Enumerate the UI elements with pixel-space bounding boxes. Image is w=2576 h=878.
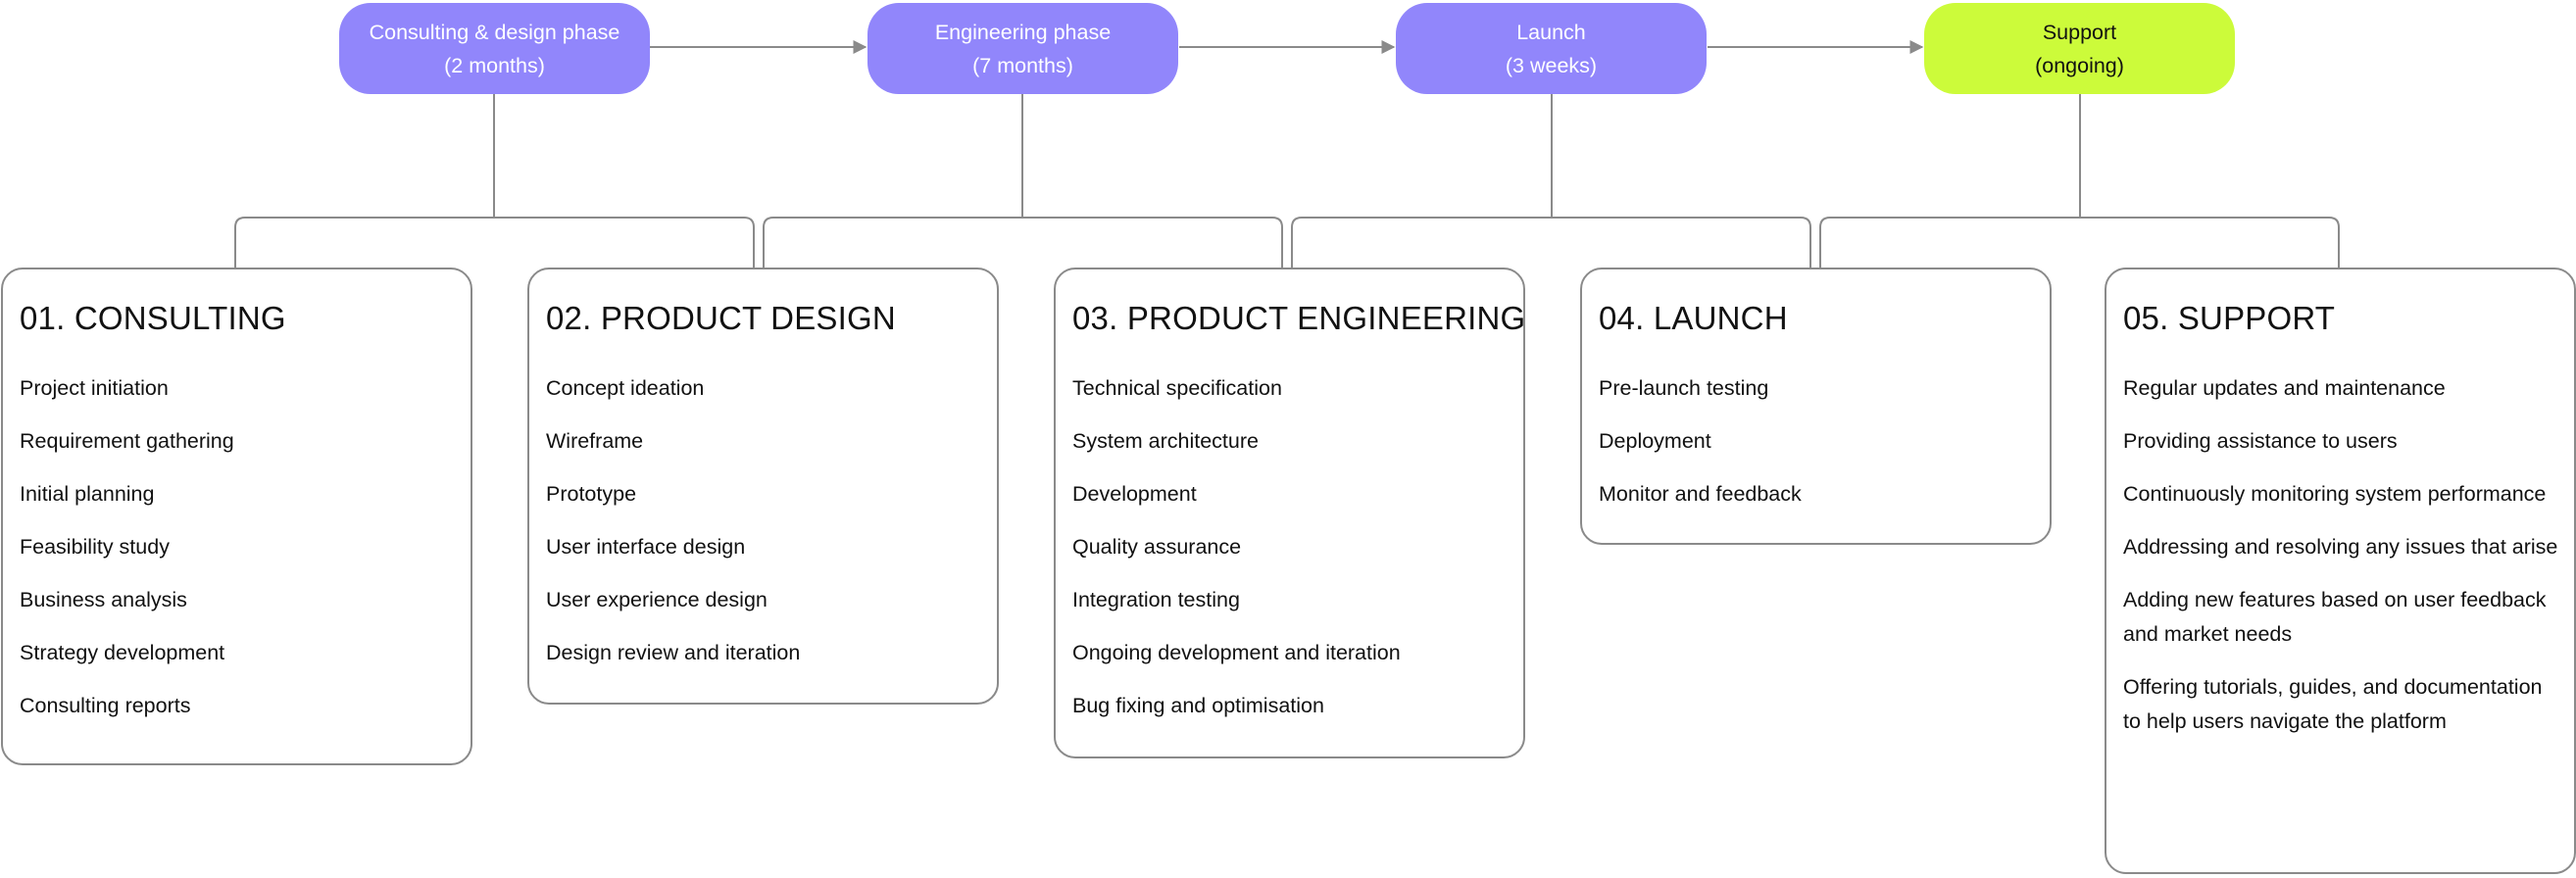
stage-card-consulting: 01. CONSULTING Project initiation Requir…: [1, 268, 472, 765]
phase-engineering: Engineering phase (7 months): [867, 3, 1178, 94]
stage-item: Concept ideation: [546, 376, 705, 400]
stage-card-support: 05. SUPPORT Regular updates and maintena…: [2105, 268, 2576, 874]
stage-item: Requirement gathering: [20, 429, 234, 453]
stage-item: Bug fixing and optimisation: [1072, 694, 1324, 717]
stage-item: Continuously monitoring system performan…: [2123, 482, 2547, 506]
stage-item: System architecture: [1072, 429, 1259, 453]
stage-title: 04. LAUNCH: [1599, 300, 1788, 336]
stage-item: Business analysis: [20, 588, 187, 611]
phase-duration: (3 weeks): [1505, 53, 1598, 77]
stage-item: Offering tutorials, guides, and document…: [2123, 675, 2543, 733]
stage-item: Addressing and resolving any issues that…: [2123, 535, 2558, 559]
stage-card-product-design: 02. PRODUCT DESIGN Concept ideation Wire…: [527, 268, 999, 705]
phase-duration: (7 months): [972, 53, 1073, 77]
stage-item: Feasibility study: [20, 535, 170, 559]
stage-card-product-engineering: 03. PRODUCT ENGINEERING Technical specif…: [1054, 268, 1525, 758]
stage-item-list: Pre-launch testing Deployment Monitor an…: [1599, 371, 2034, 512]
stage-card-launch: 04. LAUNCH Pre-launch testing Deployment…: [1580, 268, 2052, 545]
stage-item: Quality assurance: [1072, 535, 1242, 559]
stage-item: Technical specification: [1072, 376, 1282, 400]
stage-item: Design review and iteration: [546, 641, 801, 664]
stage-item: Deployment: [1599, 429, 1711, 453]
phase-name: Engineering phase: [934, 20, 1112, 44]
stage-item: Consulting reports: [20, 694, 191, 717]
phase-launch: Launch (3 weeks): [1396, 3, 1707, 94]
phase-duration: (2 months): [444, 53, 545, 77]
stage-item: Strategy development: [20, 641, 225, 664]
stage-item: Pre-launch testing: [1599, 376, 1769, 400]
stage-title: 01. CONSULTING: [20, 300, 286, 336]
stage-item: Providing assistance to users: [2123, 429, 2398, 453]
stage-item: Monitor and feedback: [1599, 482, 1802, 506]
stage-item: Regular updates and maintenance: [2123, 376, 2446, 400]
bracket-phase-4: [1819, 94, 2340, 268]
stage-item: Adding new features based on user feedba…: [2123, 588, 2547, 646]
stage-title: 03. PRODUCT ENGINEERING: [1072, 300, 1526, 336]
bracket-phase-3: [1291, 94, 1811, 268]
phase-name: Consulting & design phase: [369, 20, 620, 44]
bracket-phase-1: [234, 94, 755, 268]
stage-item-list: Regular updates and maintenance Providin…: [2123, 371, 2558, 739]
stage-item: Project initiation: [20, 376, 169, 400]
stage-item: Ongoing development and iteration: [1072, 641, 1401, 664]
stage-item: User experience design: [546, 588, 768, 611]
bracket-phase-2: [763, 94, 1283, 268]
stage-item: Integration testing: [1072, 588, 1240, 611]
stage-item-list: Project initiation Requirement gathering…: [20, 371, 455, 723]
phase-name: Launch: [1516, 20, 1586, 44]
stage-item-list: Concept ideation Wireframe Prototype Use…: [546, 371, 981, 670]
stage-title: 02. PRODUCT DESIGN: [546, 300, 896, 336]
phase-duration: (ongoing): [2035, 53, 2124, 77]
stage-item: Initial planning: [20, 482, 155, 506]
stage-title: 05. SUPPORT: [2123, 300, 2336, 336]
phase-consulting-design: Consulting & design phase (2 months): [339, 3, 650, 94]
stage-item-list: Technical specification System architect…: [1072, 371, 1508, 723]
stage-item: User interface design: [546, 535, 746, 559]
stage-item: Prototype: [546, 482, 637, 506]
phase-support: Support (ongoing): [1924, 3, 2235, 94]
stage-item: Development: [1072, 482, 1197, 506]
stage-item: Wireframe: [546, 429, 644, 453]
phase-name: Support: [2042, 20, 2117, 44]
